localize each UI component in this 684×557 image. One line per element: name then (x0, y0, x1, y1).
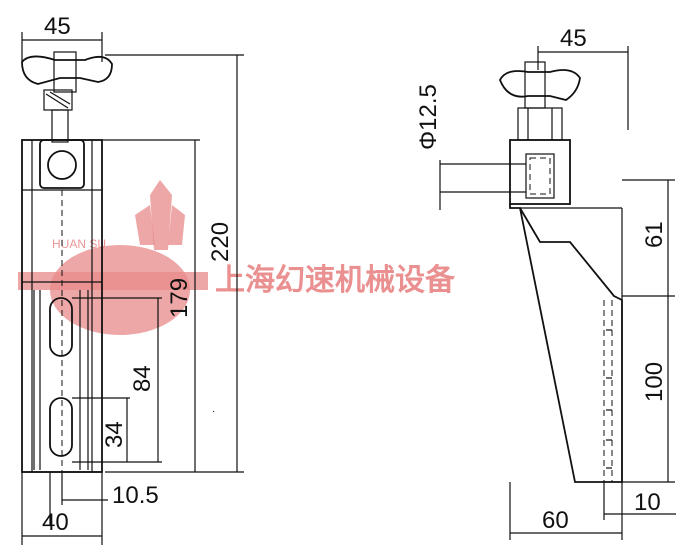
dim-offset: 10.5 (49, 472, 159, 525)
dim-height-slot-top: 179 (102, 139, 200, 472)
watermark-chinese: 上海幻速机械设备 (215, 263, 456, 298)
dim-diameter: Φ12.5 (415, 84, 526, 210)
dim-tip-width: 10 (603, 482, 676, 520)
clamp-block (509, 139, 571, 205)
dim-height-total: 220 (105, 54, 244, 473)
watermark-logo (18, 180, 208, 335)
dim-label: 34 (101, 421, 128, 448)
dim-label: 179 (166, 278, 193, 318)
right-view: 45 Φ12.5 61 100 60 (415, 25, 676, 540)
bracket-profile (509, 204, 623, 483)
dim-label: Φ12.5 (415, 84, 442, 150)
dim-height-upper: 61 (622, 179, 675, 297)
dim-height-slot-low: 34 (72, 397, 130, 462)
dim-label: 45 (560, 25, 587, 52)
dim-label: 10 (634, 489, 661, 516)
dim-height-slot-mid: 84 (72, 297, 162, 463)
dim-label: 45 (44, 13, 71, 40)
clamp-eye-icon (39, 139, 85, 189)
dim-base-width: 40 (21, 472, 103, 545)
dim-height-lower: 100 (622, 296, 675, 483)
dim-top-width-left: 45 (21, 13, 103, 62)
wing-knob-icon (499, 61, 581, 141)
dim-base-length: 60 (509, 482, 623, 540)
channel-body (21, 139, 103, 473)
dim-label: 60 (542, 507, 569, 534)
watermark: HUAN SU 上海幻速机械设备 (18, 180, 456, 335)
wing-knob-icon (21, 51, 113, 143)
dim-label: 220 (207, 222, 234, 262)
dim-label: 84 (129, 365, 156, 392)
left-view: 45 220 179 84 34 (21, 13, 244, 545)
watermark-latin: HUAN SU (52, 237, 106, 251)
svg-text:·: · (212, 406, 215, 417)
dim-label: 100 (641, 362, 668, 402)
dim-top-width-right: 45 (537, 25, 629, 130)
dim-label: 61 (641, 221, 668, 248)
dim-label: 40 (42, 509, 69, 536)
dim-label: 10.5 (112, 482, 159, 509)
